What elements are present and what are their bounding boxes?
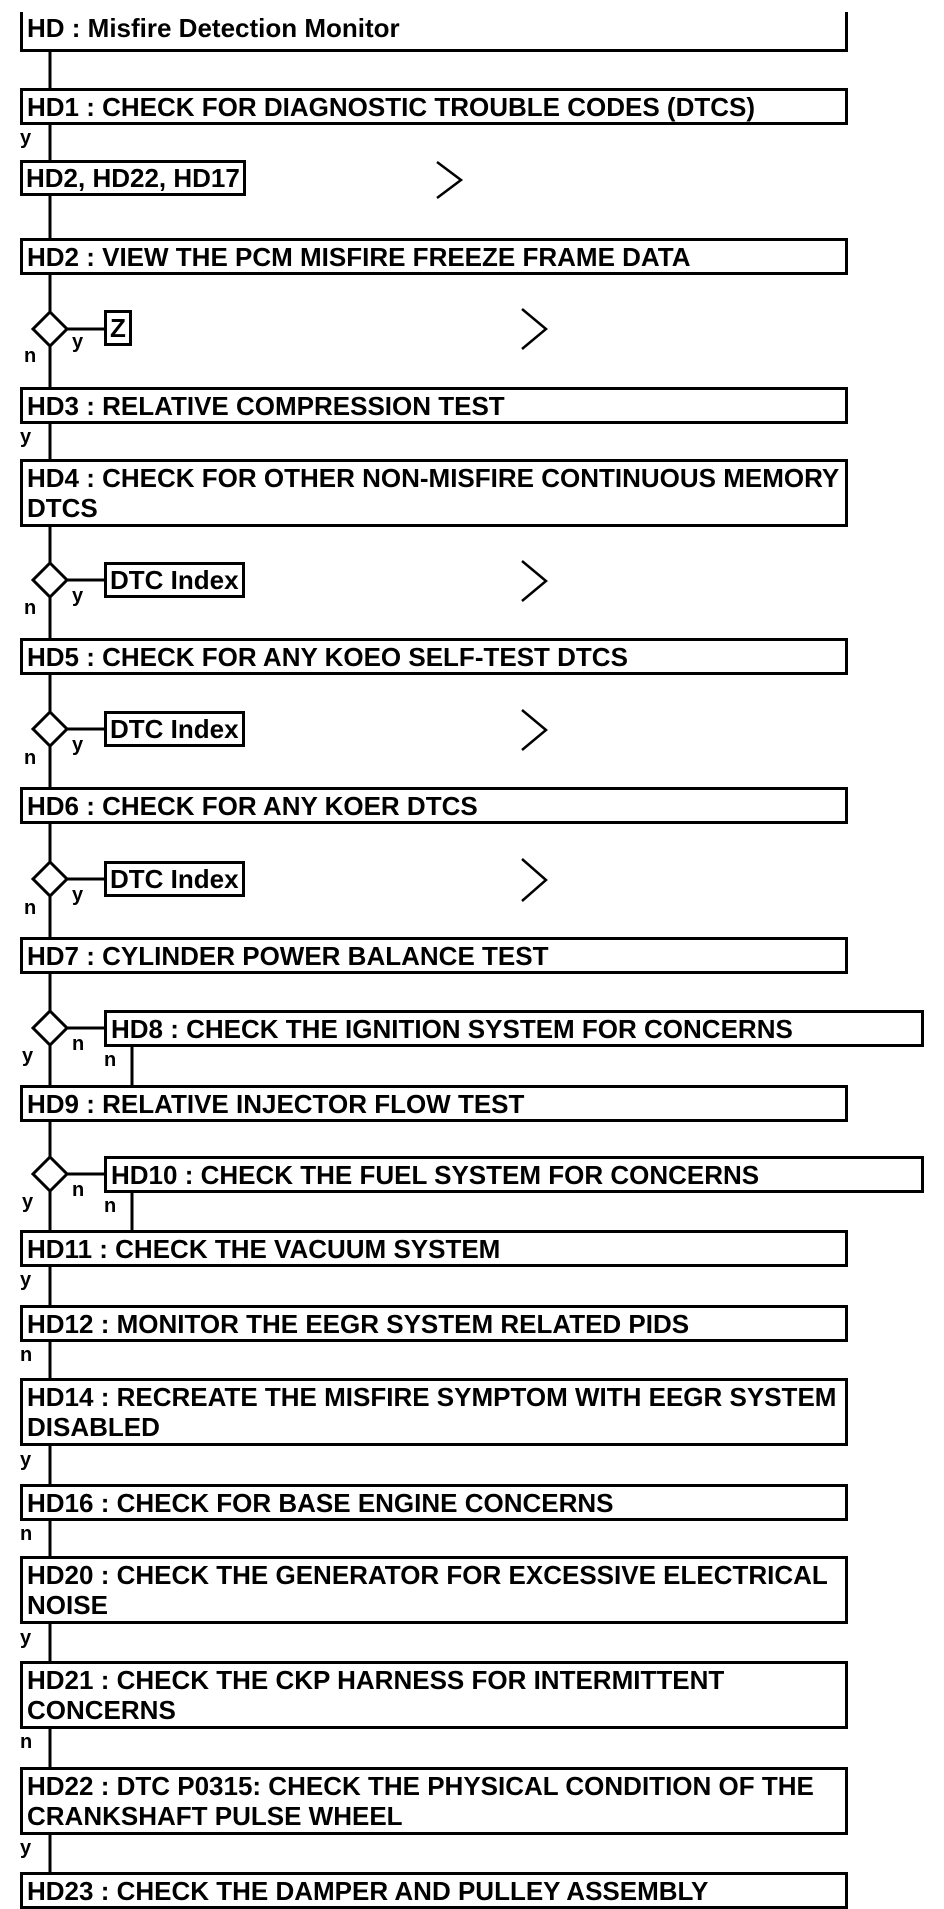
- yes-label: y: [72, 585, 84, 607]
- no-label: n: [20, 1523, 33, 1545]
- yes-label: y: [20, 426, 32, 448]
- decision-diamond: [30, 1154, 70, 1194]
- step-hd4[interactable]: HD4 : CHECK FOR OTHER NON-MISFIRE CONTIN…: [20, 459, 848, 527]
- decision-diamond: [30, 859, 70, 899]
- step-hd21[interactable]: HD21 : CHECK THE CKP HARNESS FOR INTERMI…: [20, 1661, 848, 1729]
- step-hd2[interactable]: HD2 : VIEW THE PCM MISFIRE FREEZE FRAME …: [20, 238, 848, 275]
- step-hd22[interactable]: HD22 : DTC P0315: CHECK THE PHYSICAL CON…: [20, 1767, 848, 1835]
- yes-label: y: [22, 1191, 34, 1213]
- yes-label: y: [20, 1627, 32, 1649]
- yes-label: y: [20, 1837, 32, 1859]
- yes-label: y: [22, 1045, 34, 1067]
- no-label: n: [24, 345, 37, 367]
- yes-label: y: [20, 1449, 32, 1471]
- decision-diamond: [30, 560, 70, 600]
- yes-label: y: [72, 734, 84, 756]
- yes-label: y: [20, 1269, 32, 1291]
- target-hd4[interactable]: DTC Index: [104, 562, 245, 598]
- no-label: n: [104, 1049, 117, 1071]
- no-label: n: [24, 897, 37, 919]
- no-label: n: [20, 1731, 33, 1753]
- no-label: n: [20, 1344, 33, 1366]
- yes-label: y: [20, 127, 32, 149]
- no-label: n: [24, 597, 37, 619]
- no-label: n: [72, 1033, 85, 1055]
- target-hd2[interactable]: Z: [104, 310, 132, 346]
- no-label: n: [72, 1179, 85, 1201]
- step-hd16[interactable]: HD16 : CHECK FOR BASE ENGINE CONCERNS: [20, 1484, 848, 1521]
- decision-diamond: [30, 1008, 70, 1048]
- step-hd5[interactable]: HD5 : CHECK FOR ANY KOEO SELF-TEST DTCS: [20, 638, 848, 675]
- target-hd5[interactable]: DTC Index: [104, 711, 245, 747]
- title-box: HD : Misfire Detection Monitor: [20, 12, 848, 52]
- no-label: n: [104, 1195, 117, 1217]
- chevron-right-icon: [521, 308, 548, 350]
- step-hd10[interactable]: HD10 : CHECK THE FUEL SYSTEM FOR CONCERN…: [104, 1156, 924, 1193]
- yes-label: y: [72, 884, 84, 906]
- step-hd6[interactable]: HD6 : CHECK FOR ANY KOER DTCS: [20, 787, 848, 824]
- step-hd3[interactable]: HD3 : RELATIVE COMPRESSION TEST: [20, 387, 848, 424]
- decision-diamond: [30, 309, 70, 349]
- step-hd7[interactable]: HD7 : CYLINDER POWER BALANCE TEST: [20, 937, 848, 974]
- step-hd1[interactable]: HD1 : CHECK FOR DIAGNOSTIC TROUBLE CODES…: [20, 88, 848, 125]
- step-hd9[interactable]: HD9 : RELATIVE INJECTOR FLOW TEST: [20, 1085, 848, 1122]
- chevron-right-icon: [521, 858, 548, 902]
- chevron-right-icon: [521, 709, 548, 751]
- chevron-right-icon: [521, 560, 548, 602]
- step-hd8[interactable]: HD8 : CHECK THE IGNITION SYSTEM FOR CONC…: [104, 1010, 924, 1047]
- yes-label: y: [72, 331, 84, 353]
- step-hd11[interactable]: HD11 : CHECK THE VACUUM SYSTEM: [20, 1230, 848, 1267]
- no-label: n: [24, 747, 37, 769]
- step-hd20[interactable]: HD20 : CHECK THE GENERATOR FOR EXCESSIVE…: [20, 1556, 848, 1624]
- step-hd14[interactable]: HD14 : RECREATE THE MISFIRE SYMPTOM WITH…: [20, 1378, 848, 1446]
- chevron-right-icon: [436, 161, 464, 199]
- step-hd23[interactable]: HD23 : CHECK THE DAMPER AND PULLEY ASSEM…: [20, 1872, 848, 1909]
- target-hd1[interactable]: HD2, HD22, HD17: [20, 160, 246, 196]
- target-hd6[interactable]: DTC Index: [104, 861, 245, 897]
- decision-diamond: [30, 709, 70, 749]
- step-hd12[interactable]: HD12 : MONITOR THE EEGR SYSTEM RELATED P…: [20, 1305, 848, 1342]
